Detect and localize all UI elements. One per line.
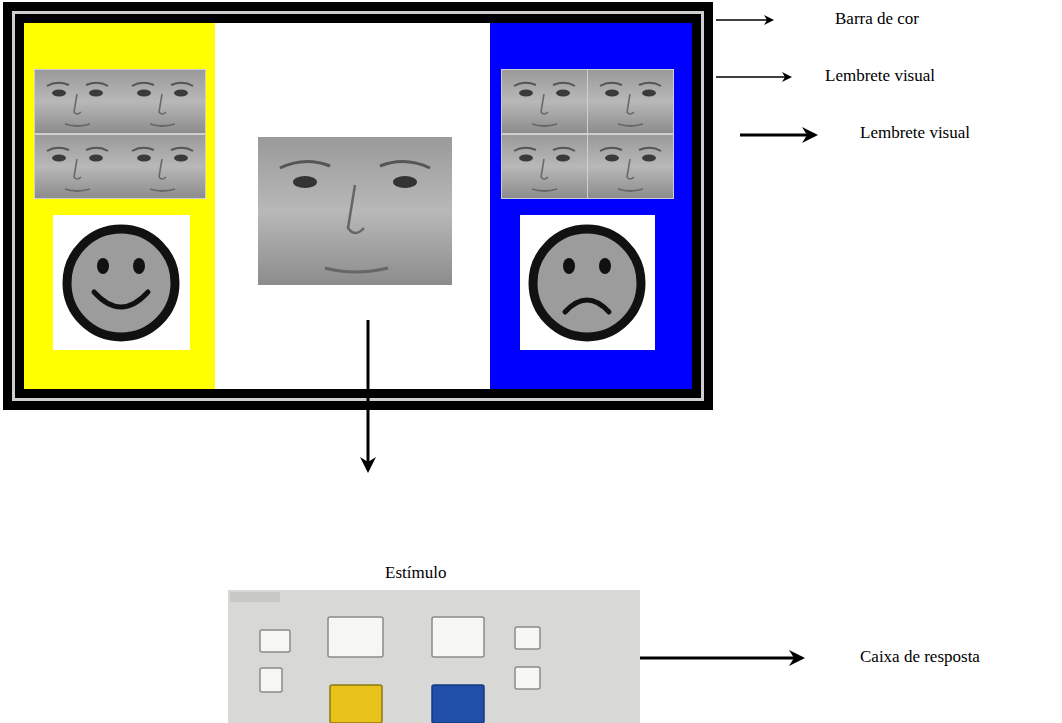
stimulus-face [258, 137, 452, 285]
screen-frame [3, 2, 713, 410]
callout-label: Barra de cor [835, 9, 919, 29]
screen-ground [24, 23, 692, 389]
response-box [228, 590, 640, 723]
face-grid [501, 69, 674, 199]
callout-label: Estímulo [385, 563, 446, 583]
happy-face-icon [53, 215, 190, 350]
sad-face-icon [520, 215, 655, 350]
callout-label: Caixa de resposta [860, 647, 980, 667]
leader-arrow [716, 76, 790, 77]
leader-arrow [367, 320, 370, 470]
blue-bar [490, 23, 692, 389]
yellow-bar [24, 23, 215, 389]
leader-arrow [716, 19, 772, 20]
callout-label: Lembrete visual [825, 66, 935, 86]
callout-label: Lembrete visual [860, 123, 970, 143]
face-grid [34, 69, 206, 199]
leader-arrow [740, 134, 815, 137]
